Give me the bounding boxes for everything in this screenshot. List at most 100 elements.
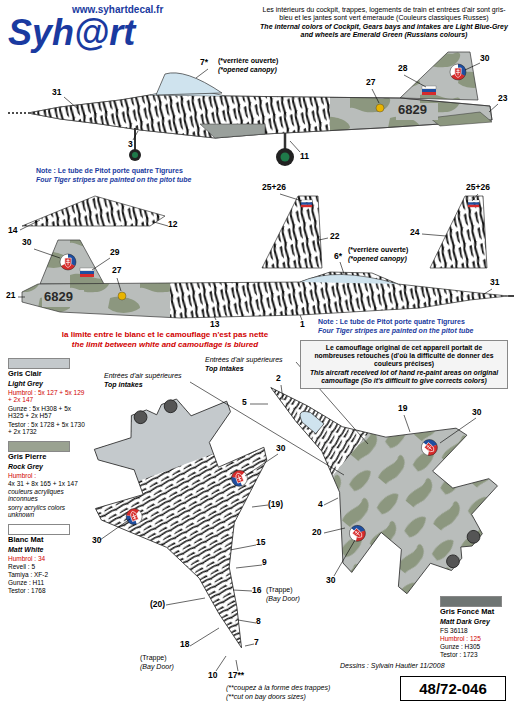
note-text: This aircraft received lot of hand re-pa… — [305, 369, 503, 385]
callout-number: Syh@rt — [8, 12, 135, 53]
note-text: Entrées d'air supérieures — [104, 372, 182, 380]
callout-number: 13 — [210, 320, 219, 330]
note-text: Gunze : H11 — [8, 579, 88, 586]
note-text: Light Grey — [8, 380, 43, 388]
callout-number: 6829 — [398, 103, 427, 118]
callout-number: 17** — [228, 671, 244, 681]
note-text: Matt Dark Grey — [440, 618, 490, 626]
note-text: Top intakes — [104, 381, 143, 389]
note-text: Top intakes — [205, 365, 244, 373]
callout-number: 14 — [8, 226, 17, 236]
callout-number: 30 — [480, 54, 489, 64]
callout-number: 3 — [128, 140, 133, 150]
note-text: (Bay Door) — [266, 595, 300, 603]
note-text: Humbrol : 34 — [8, 555, 88, 562]
note-text: Humbrol : 5x 127 + 5x 129 + 2x 147 — [8, 389, 88, 404]
note-text: (Trappe) — [140, 654, 167, 662]
note-text: Revell : 5 — [8, 563, 88, 570]
color-swatch — [8, 358, 70, 369]
note-box: Le camouflage original de cet appareil p… — [300, 340, 508, 389]
note-text: (Bay Door) — [140, 663, 174, 671]
callout-number: 24 — [410, 228, 419, 238]
callout-number: 16 — [252, 586, 261, 596]
note-text: (**coupez à la forme des trappes) — [226, 684, 330, 692]
color-swatch — [8, 441, 70, 452]
callout-number: 15 — [256, 538, 265, 548]
sheet-reference: 48/72-046 — [405, 680, 501, 697]
note-text: Humbrol : 125 — [440, 635, 512, 642]
callout-number: 12 — [168, 220, 177, 230]
note-text: 4x 31 + 8x 165 + 1x 147 — [8, 480, 88, 487]
legend-text: Blanc Mat — [8, 536, 43, 545]
callout-number: 30 — [326, 576, 335, 586]
callout-number: 6* — [334, 252, 342, 262]
reference-box: 48/72-046 — [400, 676, 506, 701]
callout-number: 5 — [242, 398, 247, 408]
callout-number: 28 — [398, 64, 407, 74]
note-text: Matt White — [8, 546, 43, 554]
note-text: Testor : 1723 — [440, 651, 512, 658]
note-text: (Trappe) — [266, 586, 293, 594]
callout-number: 2 — [276, 374, 281, 384]
legend-text: Gris Pierre — [8, 453, 46, 462]
note-text: (*verrière ouverte) — [348, 246, 408, 254]
callout-number: 21 — [6, 291, 15, 301]
note-text: Les intérieurs du cockpit, trappes, loge… — [258, 6, 510, 22]
callout-number: 29 — [110, 248, 119, 258]
callout-number: 25+26 — [262, 183, 286, 193]
callout-number: (20) — [150, 600, 165, 610]
callout-number: 10 — [208, 671, 217, 681]
note-text: Testor : 1768 — [8, 587, 88, 594]
callout-number: 18 — [180, 640, 189, 650]
color-swatch — [440, 596, 502, 607]
note-text: Note : Le tube de Pitot porte quatre Tig… — [36, 167, 183, 175]
note-text: Rock Grey — [8, 463, 43, 471]
callout-number: 11 — [300, 152, 309, 162]
callout-number: 30 — [472, 408, 481, 418]
note-text: Humbrol : — [8, 472, 88, 479]
note-text: Four Tiger stripes are painted on the pi… — [36, 176, 191, 184]
callout-number: the limit between white and camouflage i… — [30, 340, 300, 349]
callout-number: 31 — [52, 88, 61, 98]
callout-number: 30 — [22, 238, 31, 248]
callout-number: 7 — [254, 638, 259, 648]
note-text: (*verrière ouverte) — [218, 57, 278, 65]
callout-number: 9 — [262, 558, 267, 568]
note-text: Gunze : H305 — [440, 643, 512, 650]
callout-number: la limite entre le blanc et le camouflag… — [30, 330, 300, 339]
note-text: FS 36118 — [440, 627, 512, 634]
callout-number: 20 — [312, 528, 321, 538]
callout-number: 27 — [112, 266, 121, 276]
callout-number: (19) — [268, 500, 283, 510]
note-text: (*opened canopy) — [218, 66, 277, 74]
callout-number: 8 — [256, 617, 261, 627]
callout-number: 22 — [330, 232, 339, 242]
note-text: Le camouflage original de cet appareil p… — [305, 344, 503, 367]
callout-number: 23 — [498, 94, 507, 104]
note-text: Four Tiger stripes are painted on the pi… — [318, 327, 473, 335]
note-text: (*opened canopy) — [348, 255, 407, 263]
callout-number: 1 — [300, 320, 305, 330]
note-text: Dessins : Sylvain Hautier 11/2008 — [340, 662, 445, 670]
note-text: couleurs acryliques inconnues — [8, 488, 88, 503]
callout-number: 4 — [318, 500, 323, 510]
callout-number: 25+26 — [466, 183, 490, 193]
callout-number: 27 — [366, 78, 375, 88]
note-text: sorry acrylics colors unknown — [8, 504, 88, 519]
callout-number: 30 — [92, 536, 101, 546]
note-text: Gunze : 5x H308 + 5x H325 + 2x H57 — [8, 405, 88, 420]
note-text: Tamiya : XF-2 — [8, 571, 88, 578]
note-text: Note : Le tube de Pitot porte quatre Tig… — [318, 318, 465, 326]
callout-number: 30 — [276, 444, 285, 454]
legend-text: Gris Foncé Mat — [440, 608, 494, 617]
callout-number: 6829 — [44, 290, 73, 305]
note-text: Testor : 5x 1728 + 5x 1730 + 2x 1732 — [8, 421, 88, 436]
color-swatch — [8, 524, 70, 535]
legend-text: Gris Clair — [8, 370, 42, 379]
callout-number: 19 — [398, 404, 407, 414]
callout-number: 31 — [490, 278, 499, 288]
callout-number: 7* — [200, 58, 208, 68]
note-text: (**cut on bay doors sizes) — [226, 693, 306, 701]
note-text: Entrées d'air supérieures — [205, 356, 283, 364]
note-text: The internal colors of Cockpit, Gears ba… — [258, 23, 510, 39]
